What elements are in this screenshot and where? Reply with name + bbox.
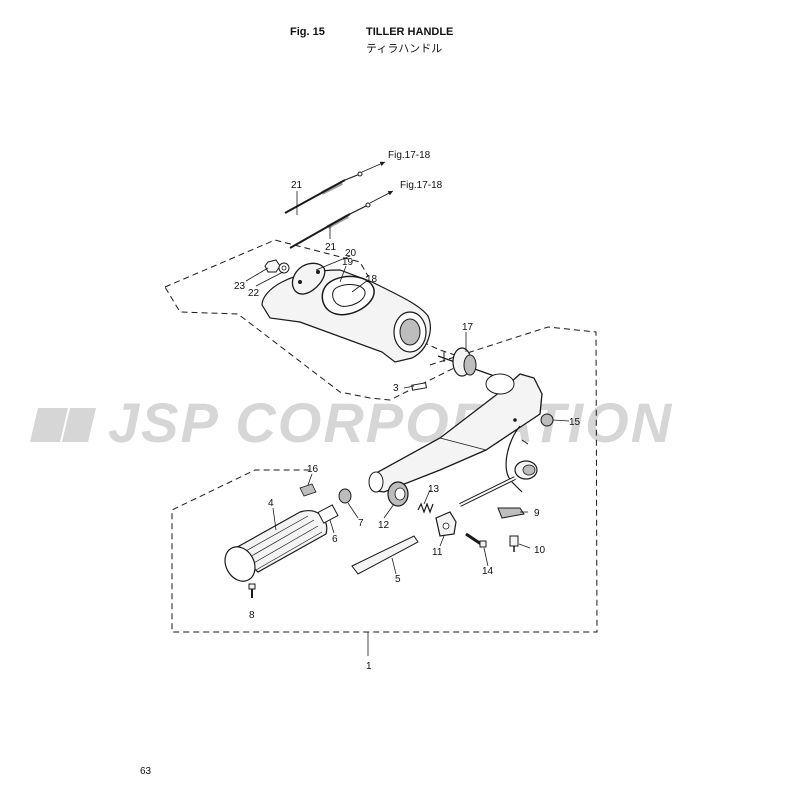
- callout-15: 15: [569, 417, 581, 428]
- grip-screw: [248, 583, 256, 598]
- bracket-bolt: [465, 532, 487, 548]
- bushing: [338, 488, 352, 504]
- callout-16: 16: [307, 464, 319, 475]
- throttle-gear: [387, 481, 409, 507]
- callout-21-upper: 21: [291, 180, 303, 191]
- throttle-cable-upper: [284, 171, 363, 214]
- lanyard-clip: [497, 507, 525, 519]
- leader-lines: [245, 191, 570, 656]
- cover-gasket: [321, 275, 375, 316]
- svg-text:JSP CORPORATION: JSP CORPORATION: [108, 391, 673, 454]
- stud-bolt: [411, 382, 427, 391]
- figure-number: Fig. 15: [290, 26, 325, 38]
- callout-21-lower: 21: [325, 242, 337, 253]
- callout-8: 8: [249, 610, 255, 621]
- callout-18: 18: [366, 274, 378, 285]
- friction-assembly: [437, 347, 501, 379]
- nut: [264, 259, 281, 273]
- figure-title-jp: ティラハンドル: [366, 43, 443, 55]
- callout-3: 3: [393, 383, 399, 394]
- callout-17: 17: [462, 322, 474, 333]
- fig-ref-label-2: Fig.17-18: [400, 180, 443, 191]
- screw: [509, 535, 519, 552]
- callout-11: 11: [432, 547, 443, 558]
- page-number: 63: [140, 766, 152, 777]
- callout-20: 20: [345, 248, 357, 259]
- washer: [278, 262, 290, 274]
- callout-6: 6: [332, 534, 338, 545]
- callout-10: 10: [534, 545, 546, 556]
- figure-title: TILLER HANDLE: [366, 26, 454, 38]
- stop-switch: [459, 460, 538, 507]
- knob: [540, 413, 554, 427]
- callout-4: 4: [268, 498, 274, 509]
- throttle-cable-lower: [289, 202, 371, 249]
- callout-7: 7: [358, 518, 364, 529]
- callout-13: 13: [428, 484, 440, 495]
- watermark: JSP CORPORATION: [30, 391, 673, 454]
- callout-19: 19: [342, 257, 354, 268]
- callout-12: 12: [378, 520, 390, 531]
- throttle-grip: [224, 510, 328, 582]
- callout-22: 22: [248, 288, 260, 299]
- friction-pad: [299, 483, 317, 497]
- throttle-shaft: [351, 535, 419, 575]
- fig-ref-label-1: Fig.17-18: [388, 150, 431, 161]
- cover-plate: [291, 262, 326, 295]
- grip-sleeve: [317, 504, 339, 524]
- callouts: 21 21 20 19 18 23 22 17 3 15 16 13 4 9 7…: [234, 180, 581, 672]
- callout-5: 5: [395, 574, 401, 585]
- spring: [417, 502, 434, 514]
- callout-14: 14: [482, 566, 494, 577]
- main-assembly-outline: [171, 326, 598, 633]
- throttle-bracket: [435, 511, 457, 537]
- callout-23: 23: [234, 281, 246, 292]
- callout-9: 9: [534, 508, 540, 519]
- callout-1: 1: [366, 661, 372, 672]
